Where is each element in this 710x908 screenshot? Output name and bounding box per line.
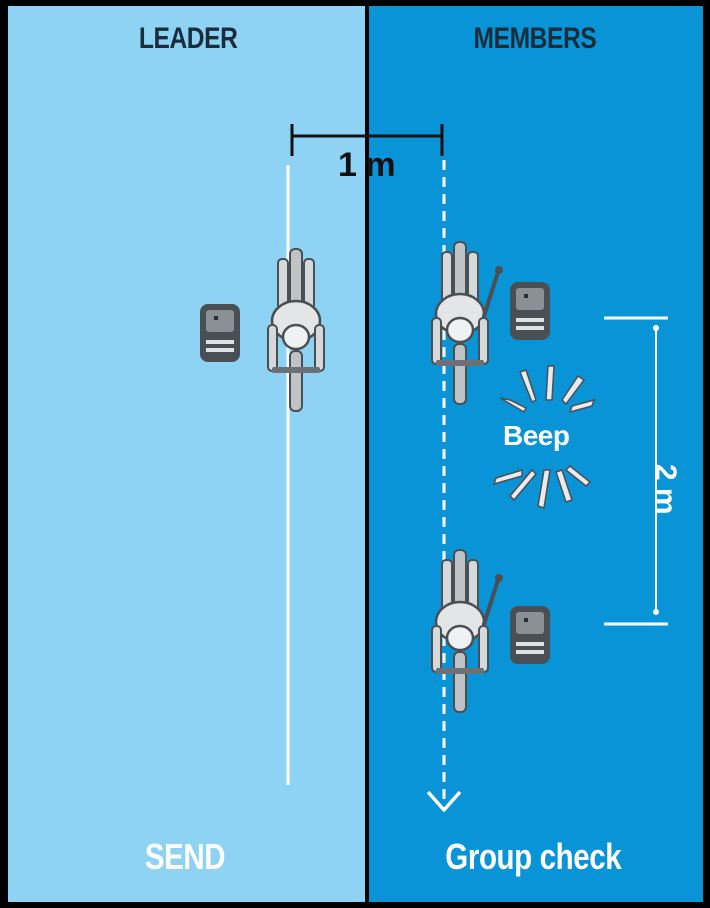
sound-burst-top-icon bbox=[500, 366, 594, 412]
member-rider-1-icon bbox=[432, 242, 503, 404]
leader-device-icon bbox=[200, 304, 240, 362]
leader-header: LEADER bbox=[139, 22, 238, 56]
member-device-1-icon bbox=[510, 282, 550, 340]
lateral-dimension-label: 1 m bbox=[338, 146, 395, 185]
leader-rider-icon bbox=[268, 249, 324, 411]
beep-label: Beep bbox=[503, 420, 569, 452]
sound-burst-bottom-icon bbox=[494, 466, 590, 508]
members-action-label: Group check bbox=[445, 836, 621, 878]
members-header: MEMBERS bbox=[473, 22, 596, 56]
leader-action-label: SEND bbox=[145, 836, 225, 878]
gap-dimension-label: 2 m bbox=[648, 464, 682, 514]
member-device-2-icon bbox=[510, 606, 550, 664]
